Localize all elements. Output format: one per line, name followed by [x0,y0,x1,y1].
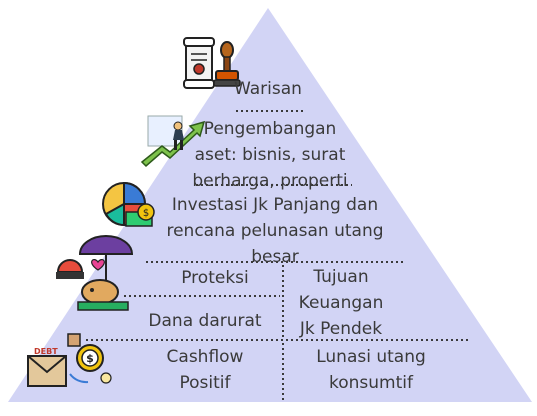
svg-text:DEBT: DEBT [34,347,58,356]
tier-lunasi-label: Lunasi utang konsumtif [296,344,446,396]
tier-label-line: Positif [179,373,231,393]
tier-label-line: Jk Pendek [299,319,383,339]
tier-label-line: Dana darurat [148,311,262,331]
tier-label-line: rencana pelunasan utang [166,221,384,241]
tier-label-line: berharga, properti [192,171,348,191]
pyramid-shape [8,8,532,402]
debt-envelope-gear-dollar-icon: DEBT $ [27,333,112,387]
tier-warisan-label: Warisan [218,76,318,102]
tier-label-line: Lunasi utang [316,347,426,367]
svg-text:$: $ [86,352,94,365]
tier-label-line: Proteksi [181,268,249,288]
tier-proteksi-label: Proteksi [160,265,270,291]
tier-label-line: Pengembangan [203,119,337,139]
tier-pengembangan-label: Pengembangan aset: bisnis, surat berharga,… [190,116,350,194]
tier-label-line: Cashflow [166,347,244,367]
growth-arrow-businessman-icon [140,115,206,168]
tier-label-line: Warisan [234,79,302,99]
tier-investasi-label: Investasi Jk Panjang dan rencana pelunasa… [160,192,390,270]
tier-label-line: besar [251,247,299,267]
tier-label-line: konsumtif [329,373,413,393]
tier-dana-darurat-label: Dana darurat [130,308,280,334]
umbrella-siren-piggy-bank-icon [56,235,134,311]
svg-text:$: $ [143,208,149,219]
pie-chart-money-icon: $ [102,181,155,227]
scroll-and-stamp-icon [183,37,241,89]
tier-label-line: Tujuan [313,267,369,287]
tier-label-line: Investasi Jk Panjang dan [171,195,379,215]
tier-dividers [86,110,470,400]
tier-label-line: Keuangan [298,293,384,313]
tier-label-line: aset: bisnis, surat [194,145,346,165]
